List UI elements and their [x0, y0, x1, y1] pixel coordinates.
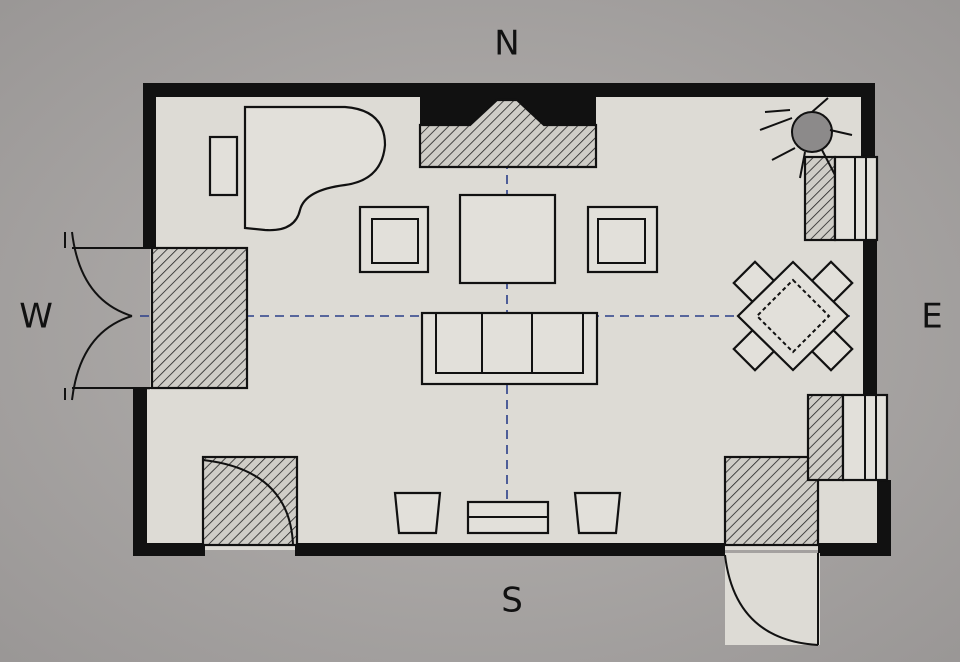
armchair-right: [586, 205, 659, 274]
walls: [133, 83, 891, 556]
armchair-left: [358, 205, 430, 274]
sofa: [420, 311, 599, 386]
dining-set: [732, 260, 854, 372]
northeast-cabinet-window: [803, 155, 879, 242]
south-door: [724, 553, 820, 646]
stool-left: [393, 491, 442, 535]
southwest-cupboard: [201, 455, 299, 547]
bench: [466, 500, 550, 535]
west-cabinet: [150, 246, 249, 390]
grand-piano: [243, 105, 387, 232]
compass-east: E: [921, 297, 942, 337]
compass-west: W: [19, 297, 53, 337]
fireplace: [418, 97, 598, 169]
southeast-cabinet-window: [806, 393, 889, 482]
potted-plant-icon: [759, 97, 853, 179]
compass-south: S: [501, 581, 523, 621]
stool-right: [573, 491, 622, 535]
piano-bench: [208, 135, 239, 197]
southeast-cupboard: [723, 455, 820, 547]
compass-north: N: [494, 24, 519, 64]
west-double-door: [64, 231, 152, 401]
coffee-table: [458, 193, 557, 285]
